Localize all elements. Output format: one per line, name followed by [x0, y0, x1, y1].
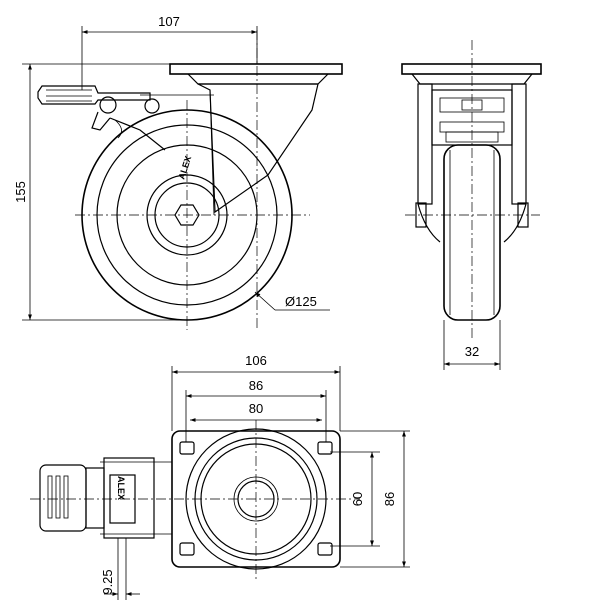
dim-label-107: 107 — [158, 14, 180, 29]
front-view: 32 — [401, 40, 542, 370]
front-fork-left — [417, 83, 433, 205]
dim-label-106: 106 — [245, 353, 267, 368]
dim-vertical-inner: 60 — [330, 451, 380, 547]
mounting-holes — [179, 441, 333, 556]
dim-label-80: 80 — [249, 401, 263, 416]
dim-label-9-25: 9.25 — [100, 569, 115, 594]
side-plate-bevel — [187, 73, 329, 85]
front-top-plate — [401, 63, 542, 75]
dim-label-32: 32 — [465, 344, 479, 359]
brake-lever — [37, 85, 166, 151]
dim-wheel-diameter: Ø125 — [254, 291, 330, 311]
side-top-plate — [169, 63, 343, 75]
top-brake-brand: ALEX — [116, 476, 126, 500]
dim-label-60: 60 — [350, 492, 365, 506]
dim-brake-offset: 9.25 — [100, 538, 140, 600]
dim-wheel-width: 32 — [443, 320, 501, 370]
dim-overall-height: 155 — [13, 63, 187, 321]
dim-label-86-vertical: 86 — [382, 492, 397, 506]
dim-label-155: 155 — [13, 181, 28, 203]
side-fork-brand: ALEX — [176, 155, 193, 181]
dim-top-plate-width: 107 — [81, 14, 258, 90]
side-view: ALEX 107 155 Ø125 — [13, 14, 343, 330]
side-fork-inner — [209, 89, 215, 216]
side-fork — [197, 83, 319, 214]
dim-vertical-outer: 86 — [340, 430, 410, 568]
front-fork-right — [511, 83, 527, 205]
dim-hole-spacing-outer: 86 — [185, 378, 327, 442]
dim-label-86-horizontal: 86 — [249, 378, 263, 393]
top-brake — [39, 457, 172, 539]
top-view: ALEX 106 86 80 60 — [30, 353, 410, 600]
dim-hole-spacing-inner: 80 — [190, 401, 322, 422]
dim-label-125: Ø125 — [285, 294, 317, 309]
dim-plate-width: 106 — [171, 353, 341, 431]
